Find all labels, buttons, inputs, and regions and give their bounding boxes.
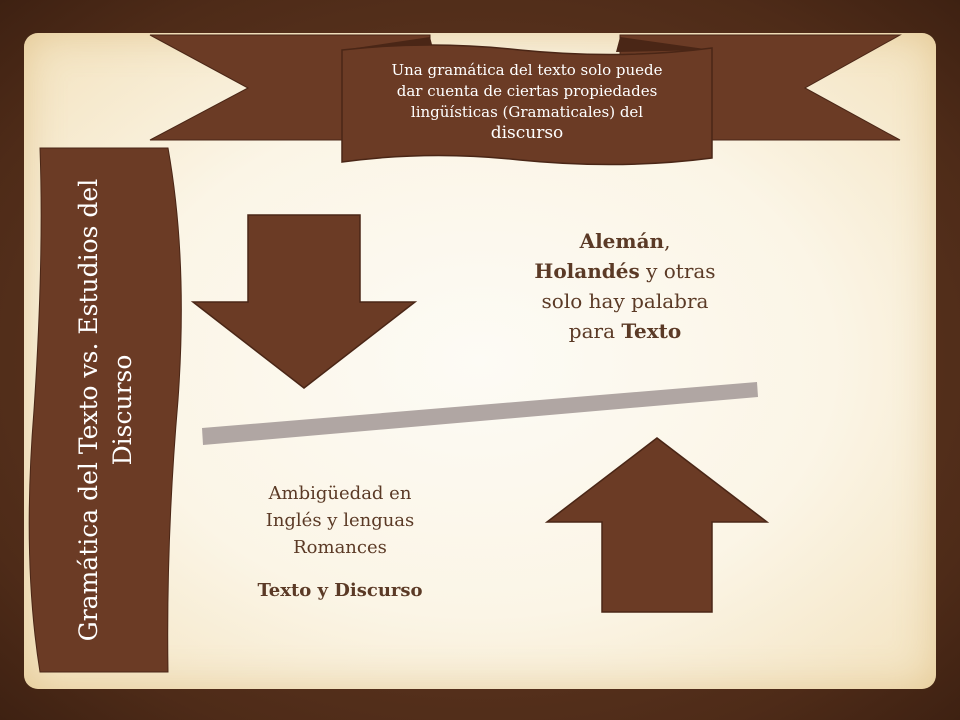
top-right-note: Alemán, Holandés y otras solo hay palabr… — [500, 226, 750, 346]
word-aleman: Alemán — [579, 229, 665, 253]
banner-line: dar cuenta de ciertas propiedades — [396, 82, 658, 100]
comma: , — [664, 229, 671, 253]
banner-line: Una gramática del texto solo puede — [391, 61, 663, 79]
side-title: Gramática del Texto vs. Estudios del Dis… — [72, 150, 140, 670]
bottom-left-line1: Ambigüedad en — [268, 483, 412, 504]
word-texto: Texto — [621, 319, 682, 343]
side-title-line1: Gramática del Texto vs. Estudios del — [74, 178, 103, 642]
banner-text: Una gramática del texto solo puede dar c… — [352, 60, 702, 144]
diagonal-bar — [202, 382, 758, 445]
banner-right-fold — [616, 37, 712, 52]
bottom-left-line3: Romances — [293, 537, 387, 558]
word-holandes: Holandés — [534, 259, 640, 283]
banner-line: lingüísticas (Gramaticales) del — [410, 103, 644, 121]
top-right-line4-prefix: para — [568, 319, 622, 343]
down-arrow — [190, 214, 418, 389]
texto-y-discurso: Texto y Discurso — [257, 580, 423, 601]
banner-center — [341, 44, 713, 166]
side-title-line2: Discurso — [108, 354, 137, 466]
up-arrow — [544, 437, 770, 613]
side-scroll-banner — [28, 147, 182, 673]
bottom-left-note: Ambigüedad en Inglés y lenguas Romances — [200, 480, 480, 561]
top-right-line3: solo hay palabra — [541, 289, 709, 313]
top-right-rest: y otras — [639, 259, 716, 283]
banner-line: discurso — [490, 123, 564, 143]
bottom-left-line2: Inglés y lenguas — [265, 510, 415, 531]
